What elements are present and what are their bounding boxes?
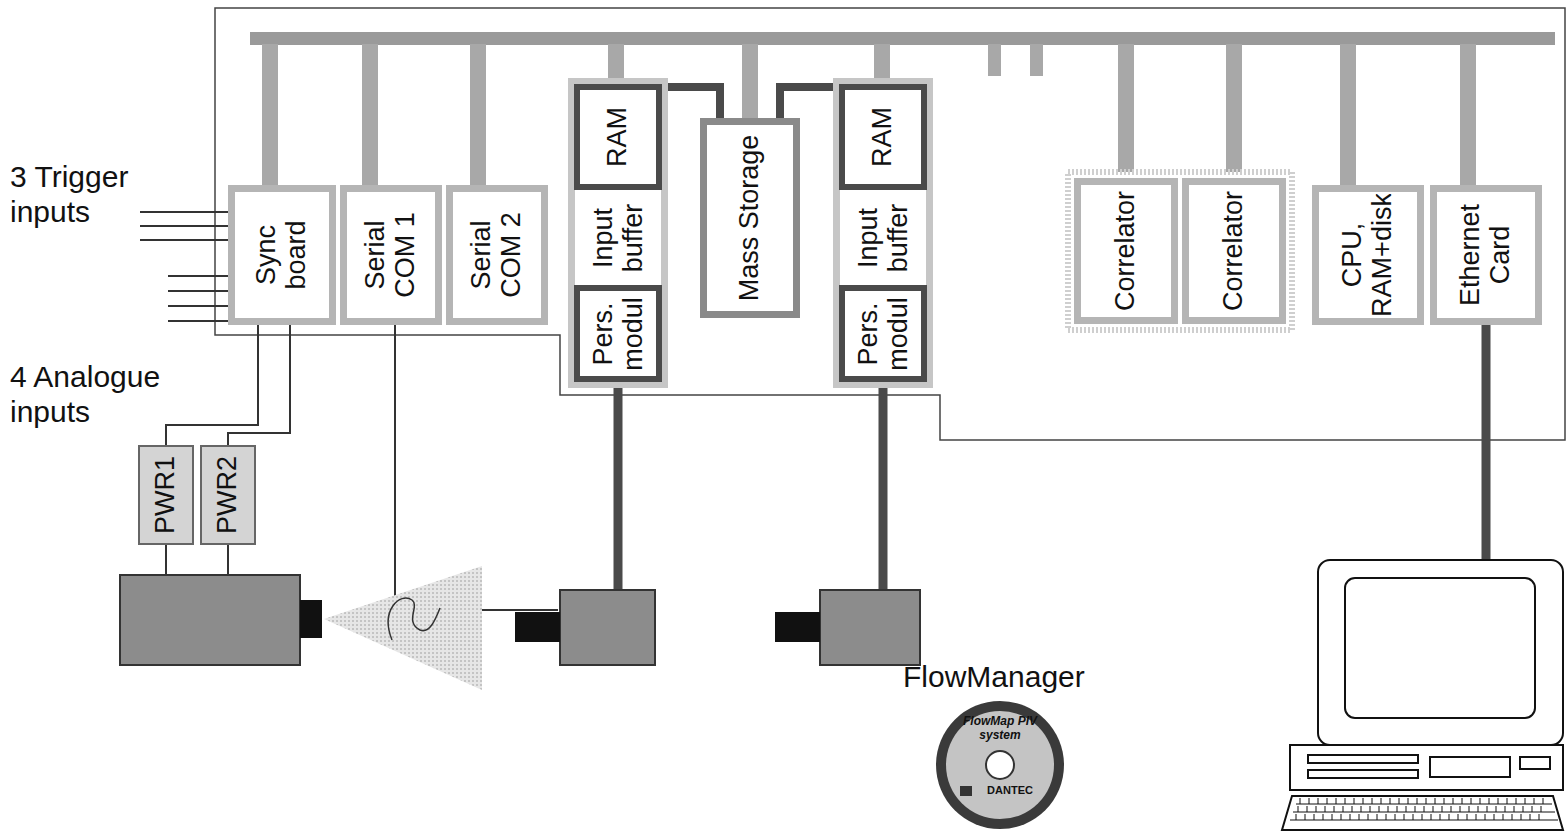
disc-print: DANTEC: [975, 784, 1045, 797]
node-label: Input buffer: [840, 192, 926, 283]
frame-grabber-board: RAM Pers. modul Input buffer: [568, 78, 668, 388]
camera-cable: [614, 382, 623, 590]
memory-module: Pers. modul: [839, 285, 927, 382]
interface-card: CPU, RAM+disk: [1312, 185, 1424, 325]
interface-card: Sync board: [228, 185, 336, 325]
power-supply-box: PWR2: [200, 445, 256, 545]
power-cable: [166, 325, 258, 445]
interface-card: Serial COM 1: [340, 185, 442, 325]
input-label: 3 Trigger inputs: [10, 160, 145, 229]
node-label: Pers. modul: [580, 293, 656, 374]
cd-disc: [936, 701, 1064, 829]
node-label: PWR2: [202, 449, 254, 541]
node-label: Correlator: [1081, 187, 1171, 315]
camera: [120, 575, 322, 665]
light-sheet: [324, 566, 482, 690]
node-label: Mass Storage: [707, 127, 793, 309]
node-label: RAM: [845, 92, 921, 182]
node-label: PWR1: [140, 449, 192, 541]
data-link: [780, 87, 839, 118]
correlator-group: [1068, 172, 1292, 330]
system-bus: [250, 32, 1555, 45]
camera: [515, 590, 655, 665]
flow-structure: [388, 598, 440, 640]
node-label: Input buffer: [575, 192, 661, 283]
node-label: Ethernet Card: [1437, 194, 1535, 316]
node-label: Correlator: [1189, 187, 1279, 315]
memory-module: RAM: [839, 84, 927, 190]
camera: [775, 590, 920, 665]
frame-grabber-board: RAM Pers. modul Input buffer: [833, 78, 933, 388]
interface-card: Serial COM 2: [446, 185, 548, 325]
serial-cable: [395, 325, 558, 610]
node-label: Serial COM 2: [453, 194, 541, 316]
node-label: Sync board: [235, 194, 329, 316]
node-label: RAM: [580, 92, 656, 182]
memory-module: Pers. modul: [574, 285, 662, 382]
power-cable: [165, 545, 167, 575]
node-label: Pers. modul: [845, 293, 921, 374]
input-lines: [140, 212, 228, 321]
interface-card: Correlator: [1182, 178, 1286, 324]
storage-card: Mass Storage: [700, 118, 800, 318]
keyboard-keys: [1290, 798, 1558, 820]
interface-card: Ethernet Card: [1430, 185, 1542, 325]
node-label: Serial COM 1: [347, 194, 435, 316]
input-label: 4 Analogue inputs: [10, 360, 180, 429]
camera-cable: [879, 382, 888, 590]
software-label: FlowManager: [903, 660, 1103, 695]
disc-print: FlowMap PIV system: [950, 715, 1050, 743]
power-supply-box: PWR1: [138, 445, 194, 545]
power-cable: [228, 325, 290, 445]
interface-card: Correlator: [1074, 178, 1178, 324]
network-cable: [1482, 325, 1491, 562]
computer: [1282, 560, 1563, 830]
pc-enclosure: [215, 8, 1565, 440]
memory-module: RAM: [574, 84, 662, 190]
data-link: [662, 87, 720, 118]
node-label: CPU, RAM+disk: [1319, 194, 1417, 316]
bus-stubs: [262, 44, 1476, 186]
power-cable: [227, 545, 229, 575]
